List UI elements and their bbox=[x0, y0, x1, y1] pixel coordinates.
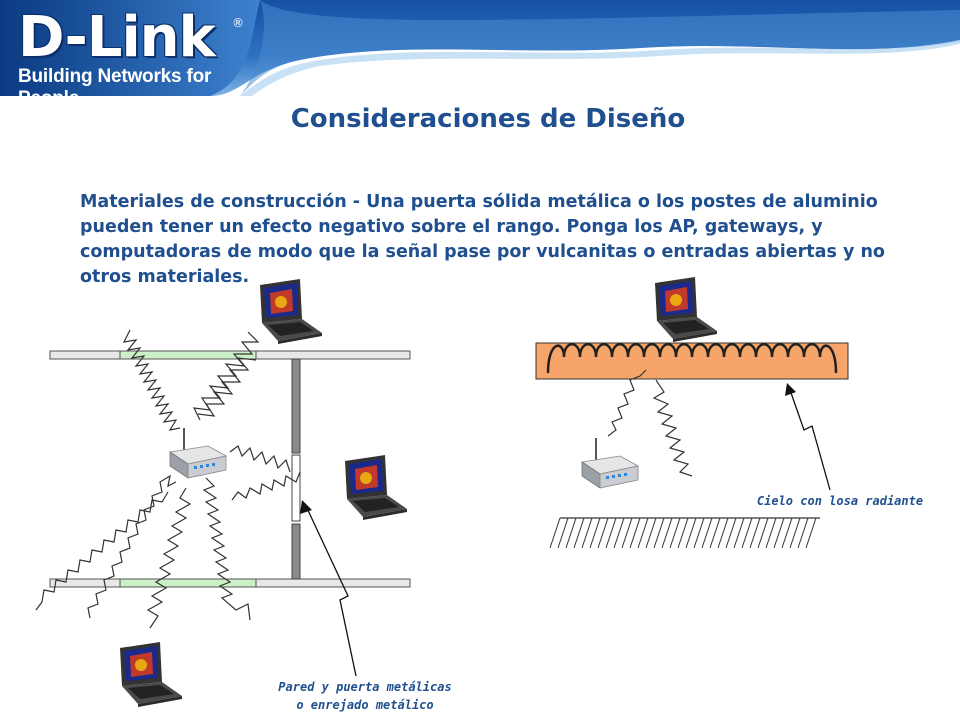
wall-label-line2: o enrejado metálico bbox=[296, 698, 434, 712]
logo-tagline: Building Networks for People bbox=[18, 66, 212, 109]
arrowhead bbox=[300, 500, 312, 514]
ground bbox=[549, 517, 820, 549]
floor-slab-bottom bbox=[49, 578, 411, 588]
wall-label: Pared y puerta metálicas o enrejado metá… bbox=[255, 678, 475, 714]
laptop-icon bbox=[345, 455, 407, 520]
logo-text: D-Link bbox=[18, 5, 216, 70]
wall-label-line1: Pared y puerta metálicas bbox=[278, 680, 452, 694]
floor-slab-top bbox=[49, 350, 411, 360]
signal-waves bbox=[35, 329, 301, 629]
header-banner: D-Link ® Building Networks for People bbox=[0, 0, 960, 110]
radiant-slab bbox=[535, 342, 849, 380]
metal-wall bbox=[291, 358, 301, 580]
access-point-icon bbox=[169, 427, 227, 479]
ceiling-label: Cielo con losa radiante bbox=[756, 494, 924, 508]
dlink-logo: D-Link ® Building Networks for People bbox=[6, 4, 246, 110]
page-title: Consideraciones de Diseño bbox=[290, 104, 686, 134]
registered-mark: ® bbox=[232, 16, 244, 30]
callout-arrow-ceiling bbox=[789, 389, 831, 491]
signal-waves bbox=[607, 369, 693, 477]
laptop-icon bbox=[260, 279, 322, 344]
laptop-icon bbox=[120, 642, 182, 707]
laptop-icon bbox=[655, 277, 717, 342]
callout-arrow-wall bbox=[305, 505, 357, 677]
arrowhead bbox=[785, 383, 796, 396]
access-point-icon bbox=[581, 437, 639, 489]
body-paragraph: Materiales de construcción - Una puerta … bbox=[80, 192, 885, 287]
header-background bbox=[0, 0, 960, 96]
